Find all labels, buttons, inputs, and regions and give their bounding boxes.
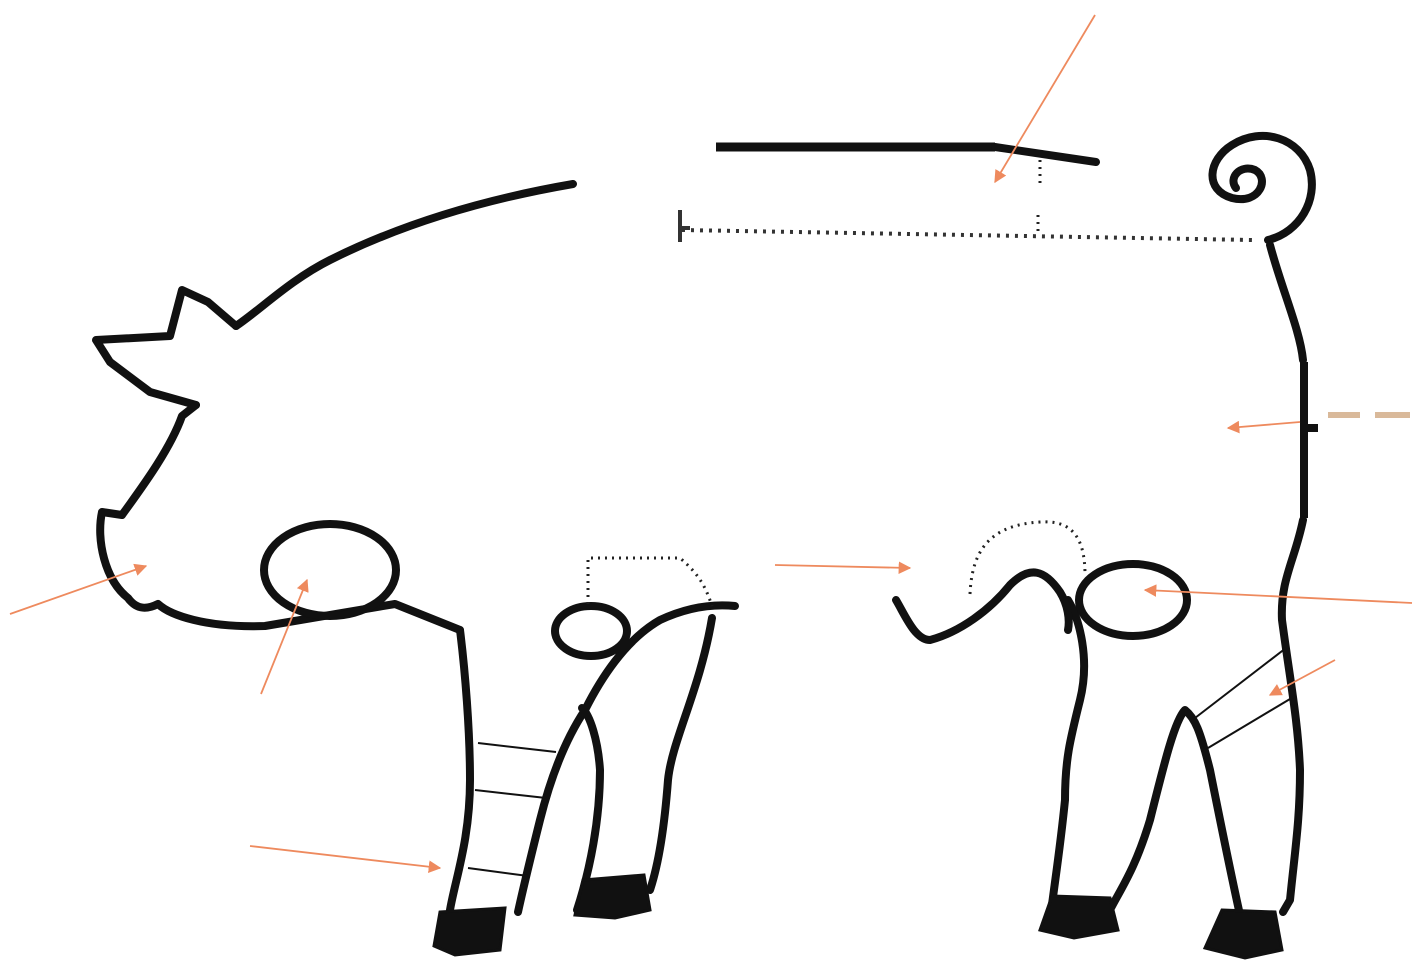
jowl-outline	[264, 524, 396, 616]
flank-outline	[1079, 564, 1187, 636]
rear-leg-back-hind	[1050, 600, 1084, 920]
belly-pointer	[775, 565, 910, 568]
rear-leg-outer	[1282, 520, 1303, 912]
topline-slope	[995, 147, 1096, 162]
shoulder-dotted	[588, 558, 712, 606]
hoof-front-right	[575, 875, 650, 918]
pastern-line-1	[478, 743, 556, 752]
topline-dotted-vertical	[1038, 160, 1040, 235]
front-leg-outer	[450, 630, 470, 910]
hock-line-upper	[1195, 648, 1286, 718]
hoof-rear-right	[1205, 910, 1282, 958]
hock-pointer	[1270, 660, 1335, 695]
topline-start-mark	[680, 210, 690, 242]
pastern-line-2	[475, 790, 546, 798]
pastern-line-3	[468, 868, 528, 876]
jowl-pointer	[261, 580, 307, 694]
belly-line	[896, 572, 1069, 640]
front-leg-rear	[650, 618, 712, 890]
ham-pointer	[1228, 422, 1300, 428]
pig-back-neck-line	[236, 184, 573, 326]
rump-line	[1270, 245, 1303, 360]
hoof-rear-left	[1040, 896, 1118, 938]
flank-dotted	[970, 522, 1085, 594]
snout-pointer	[10, 566, 146, 614]
pig-tail	[1212, 136, 1311, 240]
topline-dotted	[682, 230, 1252, 240]
elbow-outline	[555, 606, 627, 656]
pastern-pointer	[250, 846, 440, 868]
hoof-front-left	[434, 908, 505, 955]
pig-ear	[96, 290, 236, 405]
hock-line-lower	[1208, 696, 1295, 748]
